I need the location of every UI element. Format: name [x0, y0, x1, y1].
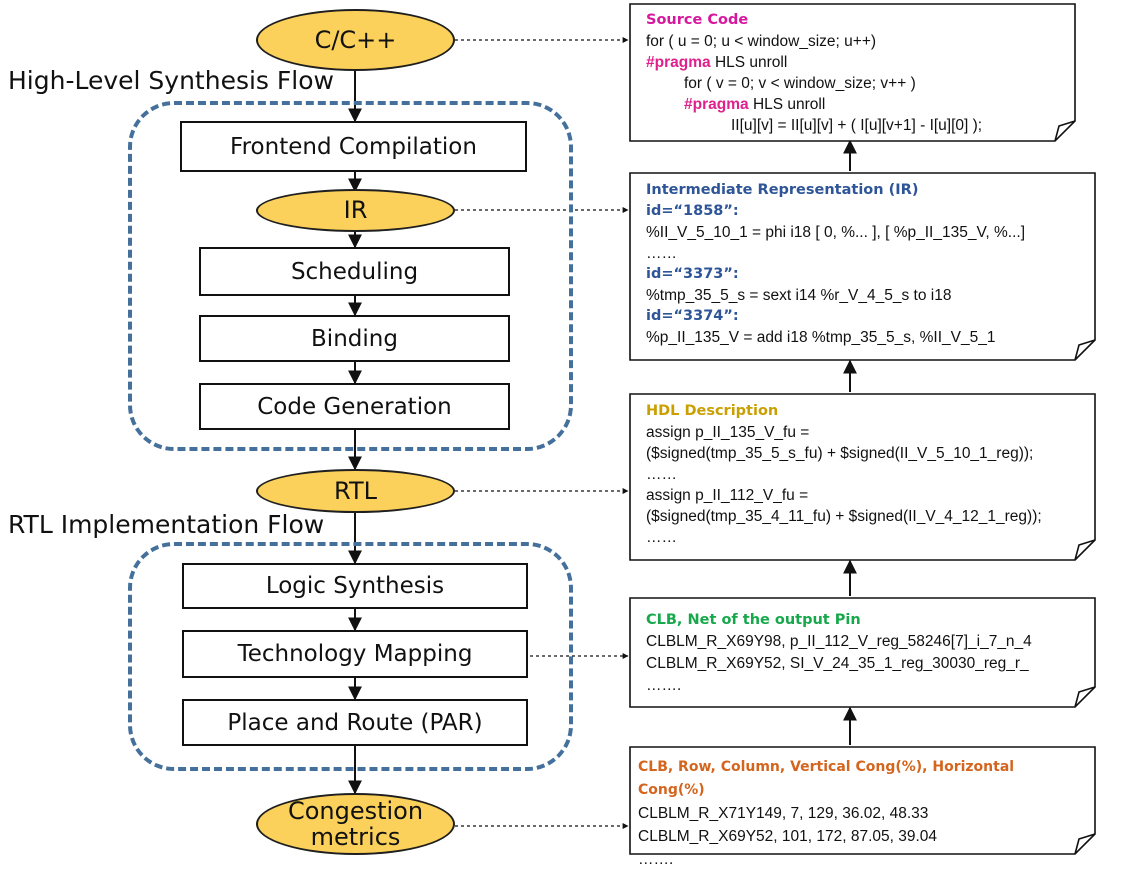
ir-note: Intermediate Representation (IR) id=“185… [632, 174, 1092, 358]
note-fold-ir [1074, 339, 1096, 361]
hdl-line-4: assign p_II_112_V_fu = [646, 487, 809, 504]
hls-flow-group [128, 101, 573, 451]
source-pragma-line-1: #pragma HLS unroll [646, 52, 1058, 73]
hdl-line-6: …… [646, 529, 677, 546]
hdl-line-2: ($signed(tmp_35_5_s_fu) + $signed(II_V_5… [646, 445, 1034, 462]
source-code-note: Source Code for ( u = 0; u < window_size… [632, 5, 1072, 139]
step-frontend-compilation[interactable]: Frontend Compilation [180, 121, 527, 172]
source-line-3: for ( v = 0; v < window_size; v++ ) [684, 75, 916, 92]
pragma-keyword: #pragma [646, 54, 711, 71]
note-frame-ir [629, 172, 1096, 361]
source-line-5: II[u][v] = II[u][v] + ( I[u][v+1] - I[u]… [731, 117, 983, 134]
ir-line-5: %tmp_35_5_s = sext i14 %r_V_4_5_s to i18 [646, 287, 952, 304]
step-place-and-route[interactable]: Place and Route (PAR) [182, 699, 528, 746]
ir-title: Intermediate Representation (IR) [646, 182, 919, 198]
clb-congestion-line-3: ……. [638, 851, 674, 868]
note-frame-clb-cong [629, 746, 1096, 855]
congestion-metrics-node[interactable]: Congestion metrics [256, 793, 455, 855]
ir-line-7: %p_II_135_V = add i18 %tmp_35_5_s, %II_V… [646, 329, 996, 346]
note-fold-source [1054, 120, 1076, 142]
rtl-flow-title: RTL Implementation Flow [8, 510, 325, 539]
ir-line-3: …… [646, 245, 677, 262]
hdl-title: HDL Description [646, 403, 779, 419]
note-fold-hdl [1074, 539, 1096, 561]
step-scheduling[interactable]: Scheduling [199, 247, 510, 296]
note-frame-clb-net [629, 597, 1096, 708]
clb-net-title: CLB, Net of the output Pin [646, 612, 861, 628]
step-technology-mapping[interactable]: Technology Mapping [182, 630, 528, 678]
clb-net-line-2: CLBLM_R_X69Y52, SI_V_24_35_1_reg_30030_r… [646, 655, 1029, 672]
note-fold-clb-net [1074, 686, 1096, 708]
hdl-note: HDL Description assign p_II_135_V_fu = (… [632, 395, 1092, 558]
ir-line-2: %II_V_5_10_1 = phi i18 [ 0, %... ], [ %p… [646, 224, 1026, 241]
note-fold-clb-cong [1074, 833, 1096, 855]
note-frame-hdl [629, 393, 1096, 561]
clb-congestion-title: CLB, Row, Column, Vertical Cong(%), Hori… [638, 759, 1015, 798]
source-line-2: HLS unroll [714, 54, 788, 71]
clb-net-note: CLB, Net of the output Pin CLBLM_R_X69Y9… [632, 599, 1092, 705]
source-line-1: for ( u = 0; u < window_size; u++) [646, 33, 877, 50]
hls-flow-title: High-Level Synthesis Flow [8, 66, 334, 95]
source-pragma-line-2: #pragma HLS unroll [646, 94, 1058, 115]
ir-line-4: id=“3373”: [646, 266, 739, 282]
source-code-title: Source Code [646, 12, 749, 28]
source-node[interactable]: C/C++ [256, 9, 455, 71]
hdl-line-1: assign p_II_135_V_fu = [646, 424, 810, 441]
step-logic-synthesis[interactable]: Logic Synthesis [182, 563, 528, 609]
clb-net-line-1: CLBLM_R_X69Y98, p_II_112_V_reg_58246[7]_… [646, 633, 1032, 650]
rtl-flow-group [128, 542, 573, 771]
ir-line-6: id=“3374”: [646, 308, 739, 324]
step-binding[interactable]: Binding [199, 315, 510, 362]
ir-node[interactable]: IR [256, 189, 455, 232]
pragma-keyword: #pragma [684, 96, 749, 113]
step-code-generation[interactable]: Code Generation [199, 383, 510, 430]
rtl-node[interactable]: RTL [256, 469, 455, 513]
clb-net-line-3: ……. [646, 677, 682, 694]
note-frame-source [629, 3, 1076, 142]
clb-congestion-note: CLB, Row, Column, Vertical Cong(%), Hori… [632, 748, 1092, 868]
ir-line-1: id=“1858”: [646, 203, 739, 219]
source-line-4: HLS unroll [752, 96, 826, 113]
clb-congestion-line-1: CLBLM_R_X71Y149, 7, 129, 36.02, 48.33 [638, 805, 929, 822]
hdl-line-3: …… [646, 466, 677, 483]
hdl-line-5: ($signed(tmp_35_4_11_fu) + $signed(II_V_… [646, 508, 1042, 525]
clb-congestion-line-2: CLBLM_R_X69Y52, 101, 172, 87.05, 39.04 [638, 828, 938, 845]
